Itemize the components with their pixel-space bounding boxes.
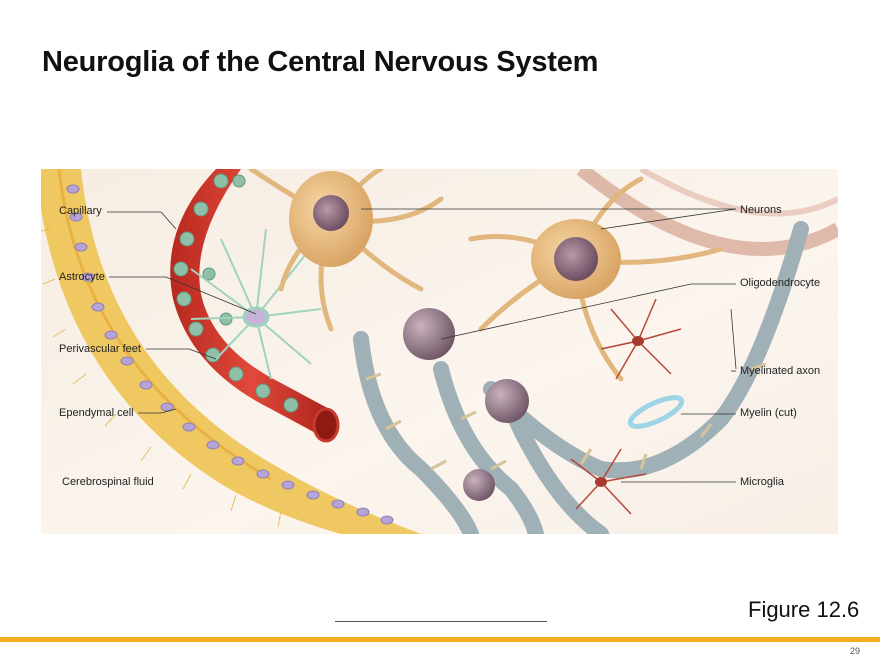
- label-microglia: Microglia: [740, 476, 785, 488]
- label-oligodendrocyte: Oligodendrocyte: [740, 277, 821, 289]
- figure-label: Figure 12.6: [748, 597, 860, 622]
- page-number: 29: [850, 646, 861, 656]
- label-astrocyte: Astrocyte: [59, 271, 105, 283]
- label-ependymal-cell: Ependymal cell: [59, 407, 134, 419]
- label-cerebrospinal-fluid: Cerebrospinal fluid: [62, 476, 154, 488]
- label-neurons: Neurons: [740, 204, 782, 216]
- label-myelinated-axon: Myelinated axon: [740, 365, 821, 377]
- label-capillary: Capillary: [59, 205, 102, 217]
- label-myelin-cut: Myelin (cut): [740, 407, 797, 419]
- label-perivascular-feet: Perivascular feet: [59, 343, 141, 355]
- caption-divider: [335, 621, 547, 622]
- footer-accent-bar: [0, 637, 880, 642]
- slide-title: Neuroglia of the Central Nervous System: [42, 46, 599, 78]
- neuroglia-illustration: Capillary Astrocyte Perivascular feet Ep…: [41, 169, 838, 534]
